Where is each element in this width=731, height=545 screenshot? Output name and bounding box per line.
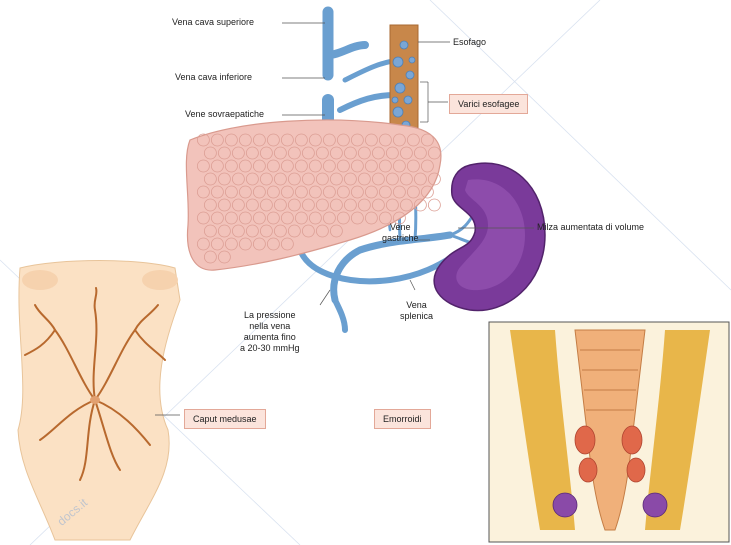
label-milza: Milza aumentata di volume bbox=[537, 222, 644, 233]
hemorrhoids-panel bbox=[489, 322, 729, 542]
label-varici-esofagee: Varici esofagee bbox=[449, 94, 528, 114]
label-vena-splenica: Vena splenica bbox=[400, 300, 433, 322]
abdomen-figure bbox=[18, 261, 180, 541]
label-vene-gastriche: Vene gastriche bbox=[382, 222, 419, 244]
label-caput-medusae: Caput medusae bbox=[184, 409, 266, 429]
label-pressione: La pressione nella vena aumenta fino a 2… bbox=[240, 310, 300, 354]
label-vena-cava-inferiore: Vena cava inferiore bbox=[175, 72, 252, 83]
label-esofago: Esofago bbox=[453, 37, 486, 48]
label-vene-sovraepatiche: Vene sovraepatiche bbox=[185, 109, 264, 120]
label-emorroidi: Emorroidi bbox=[374, 409, 431, 429]
label-vena-cava-superiore: Vena cava superiore bbox=[172, 17, 254, 28]
liver bbox=[186, 120, 441, 270]
